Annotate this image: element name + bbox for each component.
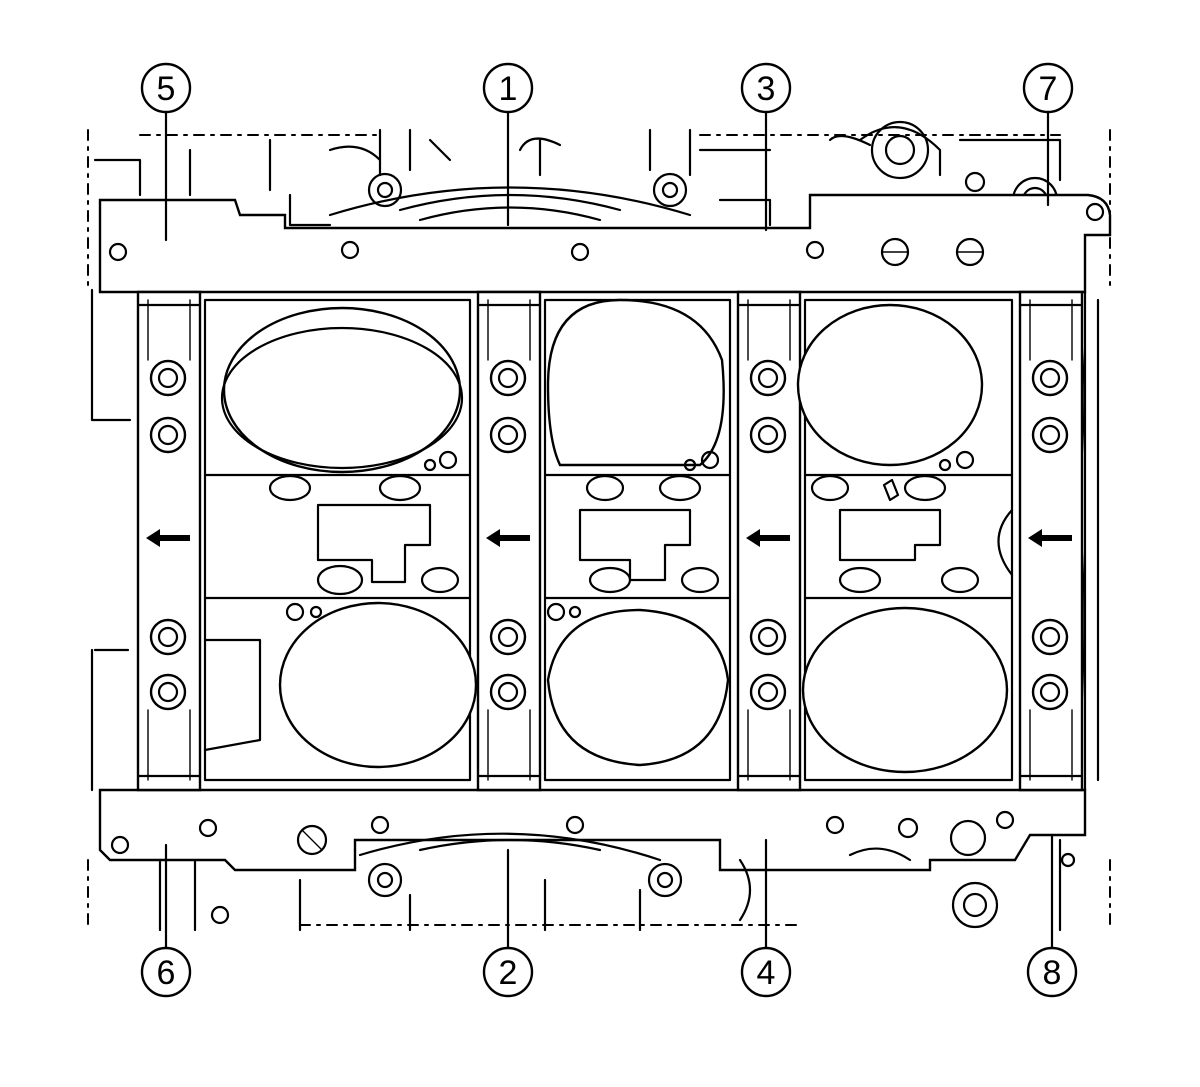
bolt-cap3-a — [749, 359, 787, 397]
callout-1: 1 — [482, 62, 534, 114]
leader-lines — [164, 110, 1054, 949]
bolt-cap4-a — [1031, 359, 1069, 397]
callout-6: 6 — [140, 946, 192, 998]
bolt-cap4-d — [1031, 673, 1069, 711]
crank-bay-2 — [543, 298, 732, 782]
callout-8: 8 — [1026, 946, 1078, 998]
callout-label-7: 7 — [1039, 70, 1058, 108]
callout-5: 5 — [140, 62, 192, 114]
bolt-cap3-c — [749, 618, 787, 656]
bolt-cap2-d — [489, 673, 527, 711]
callout-label-4: 4 — [757, 954, 776, 992]
cap-bolts — [149, 359, 1069, 711]
callout-3: 3 — [740, 62, 792, 114]
left-arrow-icon — [486, 529, 530, 547]
upper-bedplate-rail — [98, 193, 1112, 294]
bolt-cap2-b — [489, 416, 527, 454]
bolt-cap3-d — [749, 673, 787, 711]
bolt-cap1-c — [149, 618, 187, 656]
callout-2: 2 — [482, 946, 534, 998]
callout-label-2: 2 — [499, 954, 518, 992]
lower-bedplate-rail — [98, 788, 1087, 872]
callout-label-8: 8 — [1043, 954, 1062, 992]
left-arrow-icon — [1028, 529, 1072, 547]
callout-label-5: 5 — [157, 70, 176, 108]
left-arrow-icon — [746, 529, 790, 547]
bolt-cap2-c — [489, 618, 527, 656]
bolt-cap2-a — [489, 359, 527, 397]
bolt-cap1-b — [149, 416, 187, 454]
block-background-bottom — [87, 832, 1111, 932]
callout-label-6: 6 — [157, 954, 176, 992]
bolt-cap1-d — [149, 673, 187, 711]
bolt-cap4-b — [1031, 416, 1069, 454]
callouts: 5 1 3 7 6 2 4 8 — [140, 62, 1078, 998]
bolt-cap4-c — [1031, 618, 1069, 656]
callout-label-1: 1 — [499, 70, 518, 108]
crank-bay-1 — [203, 298, 478, 782]
left-arrow-icon — [146, 529, 190, 547]
bolt-cap1-a — [149, 359, 187, 397]
callout-label-3: 3 — [757, 70, 776, 108]
callout-4: 4 — [740, 946, 792, 998]
callout-7: 7 — [1022, 62, 1074, 114]
bolt-cap3-b — [749, 416, 787, 454]
crank-bay-3 — [796, 298, 1014, 782]
direction-arrows — [146, 529, 1072, 547]
